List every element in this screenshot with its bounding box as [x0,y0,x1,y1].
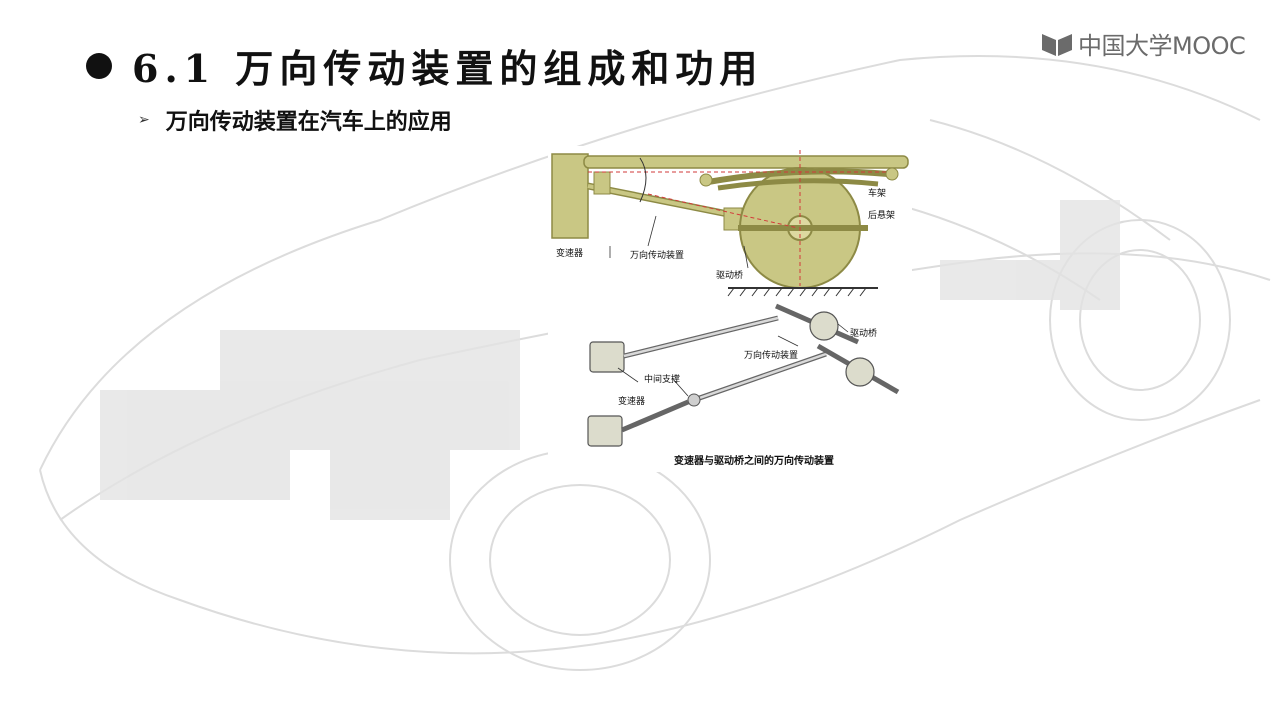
label-transmission-top: 变速器 [556,249,584,259]
driveline-figure: 车架 后悬架 变速器 万向传动装置 驱动桥 驱动桥 万向传动装置 中间支撑 变速… [548,146,912,472]
title-row: 6.1 万向传动装置的组成和功用 [86,38,763,93]
arrow-bullet-icon: ➢ [138,112,150,128]
title-bullet [86,52,112,79]
label-ujoint-bottom: 万向传动装置 [744,351,799,361]
bullet-item: ➢ 万向传动装置在汽车上的应用 [138,104,452,136]
label-drive-axle-top: 驱动桥 [716,271,744,281]
driveline-diagram [551,150,909,447]
page-title: 6.1 万向传动装置的组成和功用 [132,46,764,91]
label-ujoint-top: 万向传动装置 [630,251,685,261]
label-rear-suspension: 后悬架 [868,211,896,221]
label-drive-axle-bottom: 驱动桥 [850,329,878,339]
book-logo-icon [1042,33,1072,56]
logo-text: 中国大学MOOC [1078,32,1246,60]
label-transmission-bottom: 变速器 [618,397,646,407]
figure-caption: 变速器与驱动桥之间的万向传动装置 [674,456,834,467]
mooc-logo: 中国大学MOOC [1040,26,1246,61]
label-center-support: 中间支撑 [644,375,681,385]
label-frame: 车架 [868,189,887,199]
bullet-item-text: 万向传动装置在汽车上的应用 [165,110,452,135]
